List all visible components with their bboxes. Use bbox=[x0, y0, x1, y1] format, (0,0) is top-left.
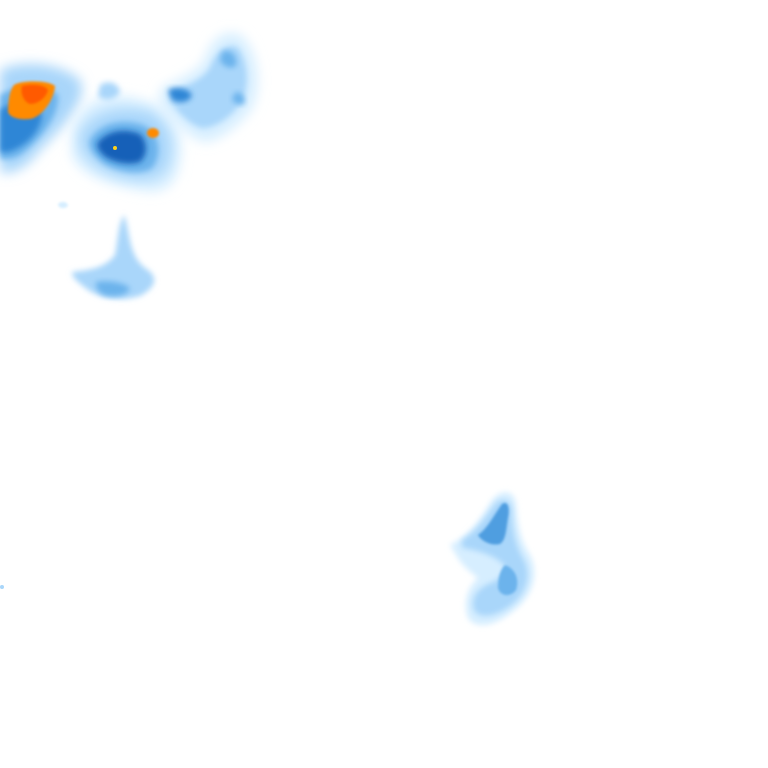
precip-band-moderate bbox=[220, 50, 237, 68]
precip-cell-north-center bbox=[72, 82, 181, 192]
precip-fleck bbox=[58, 201, 68, 209]
precip-cell-west-central bbox=[58, 201, 155, 299]
precip-fleck-west-edge bbox=[0, 585, 4, 589]
precip-core-orange bbox=[147, 128, 159, 138]
precip-band-heavy bbox=[97, 130, 146, 164]
precip-band-moderate bbox=[232, 92, 245, 105]
precip-band-light bbox=[72, 215, 155, 299]
precip-cell-northeast bbox=[160, 32, 258, 142]
precip-cell-southeast bbox=[450, 492, 535, 626]
precip-band-moderate bbox=[95, 281, 130, 297]
precip-band-moderate bbox=[168, 87, 192, 103]
precip-band-moderate bbox=[478, 502, 509, 545]
precip-spur bbox=[98, 82, 120, 100]
precip-core-red bbox=[21, 84, 48, 104]
precip-cell-northwest-edge bbox=[0, 64, 82, 173]
precip-band-moderate bbox=[498, 565, 518, 596]
precip-core-yellow bbox=[113, 146, 117, 150]
